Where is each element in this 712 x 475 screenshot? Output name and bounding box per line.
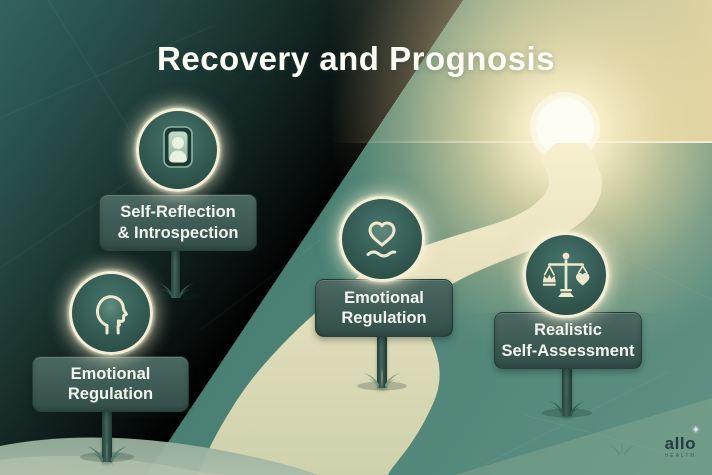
sign-board-emotional-regulation-center: Emotional Regulation	[315, 279, 453, 337]
sign-post	[562, 365, 572, 416]
grass-tuft	[86, 440, 128, 463]
sparkle-icon: ✦	[691, 425, 700, 436]
balance-scale-icon	[542, 252, 590, 297]
heart-wave-icon	[366, 221, 397, 258]
sign-label-line2: Regulation	[67, 385, 154, 403]
sun-disc	[536, 98, 594, 156]
page-title: Recovery and Prognosis	[157, 40, 555, 77]
logo-subtext: HEALTH	[664, 453, 696, 459]
sign-label-line1: Emotional	[70, 364, 151, 383]
heart-wave-icon-badge	[339, 196, 425, 282]
sign-label-line2: & Introspection	[117, 223, 239, 242]
horizon-line	[350, 141, 712, 143]
head-profile-icon	[95, 295, 128, 335]
foreground-hill-highlight	[0, 455, 234, 475]
sign-board-emotional-regulation-left: Emotional Regulation	[32, 356, 189, 412]
sign-label-line1: Emotional	[344, 288, 424, 307]
sign-post	[171, 246, 180, 298]
sign-label-line2: Regulation	[341, 309, 427, 327]
sign-label-line2: Self-Assessment	[501, 341, 635, 360]
foreground-hill	[0, 437, 318, 475]
bottom-right-slope	[455, 398, 712, 475]
head-profile-icon-badge	[69, 271, 153, 355]
grass-tuft	[158, 278, 194, 298]
grass-tuft	[549, 396, 585, 416]
mirror-icon-badge	[136, 108, 220, 192]
grass-tuft	[608, 441, 636, 456]
sign-board-self-reflection: Self-Reflection & Introspection	[99, 194, 257, 251]
mirror-icon	[163, 126, 193, 168]
sign-post	[377, 333, 387, 388]
sign-label-line1: Self-Reflection	[120, 203, 236, 222]
grass-tuft	[364, 368, 400, 388]
allo-logo: ✦ allo HEALTH	[664, 426, 700, 459]
logo-wordmark: allo	[664, 434, 696, 453]
balance-scale-icon-badge	[523, 232, 609, 318]
sign-board-realistic-self-assessment: Realistic Self-Assessment	[494, 312, 642, 369]
sign-post	[102, 406, 112, 462]
sign-label-line1: Realistic	[534, 321, 602, 340]
